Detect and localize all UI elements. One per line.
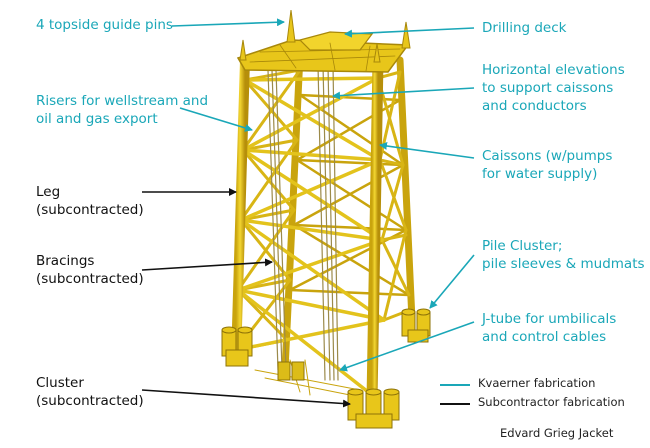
figure-caption: Edvard Grieg Jacket (500, 426, 613, 440)
bottom-pipes (255, 360, 360, 395)
leg-front-left (236, 60, 245, 360)
jacket-structure (222, 10, 430, 428)
arrow-pile-cluster (430, 255, 474, 308)
legend-subcontractor-label: Subcontractor fabrication (478, 395, 625, 409)
legend-kvaerner-swatch (440, 384, 470, 386)
label-caissons: Caissons (w/pumps for water supply) (482, 147, 612, 183)
legend-subcontractor-swatch (440, 403, 470, 405)
arrow-guide-pins (172, 22, 284, 26)
legend-kvaerner-label: Kvaerner fabrication (478, 376, 595, 390)
label-guide-pins: 4 topside guide pins (36, 16, 173, 34)
label-pile-cluster: Pile Cluster; pile sleeves & mudmats (482, 237, 645, 273)
label-horizontal-elevations: Horizontal elevations to support caisson… (482, 61, 625, 115)
leg-front-right (372, 60, 378, 400)
arrow-cluster (142, 390, 350, 404)
pile-cluster-front-right (348, 389, 399, 428)
label-bracings: Bracings (subcontracted) (36, 252, 144, 288)
guide-pin-3 (240, 40, 246, 60)
front-bracing (236, 78, 384, 395)
drilling-deck (300, 32, 372, 50)
guide-pin-1 (287, 10, 295, 42)
label-risers: Risers for wellstream and oil and gas ex… (36, 92, 208, 128)
pile-cluster-back-right (402, 309, 430, 342)
guide-pin-2 (402, 22, 410, 48)
label-j-tube: J-tube for umbilicals and control cables (482, 310, 616, 346)
arrow-drilling-deck (345, 28, 474, 34)
label-leg: Leg (subcontracted) (36, 183, 144, 219)
label-drilling-deck: Drilling deck (482, 19, 566, 37)
arrow-caissons (380, 145, 474, 158)
label-cluster: Cluster (subcontracted) (36, 374, 144, 410)
